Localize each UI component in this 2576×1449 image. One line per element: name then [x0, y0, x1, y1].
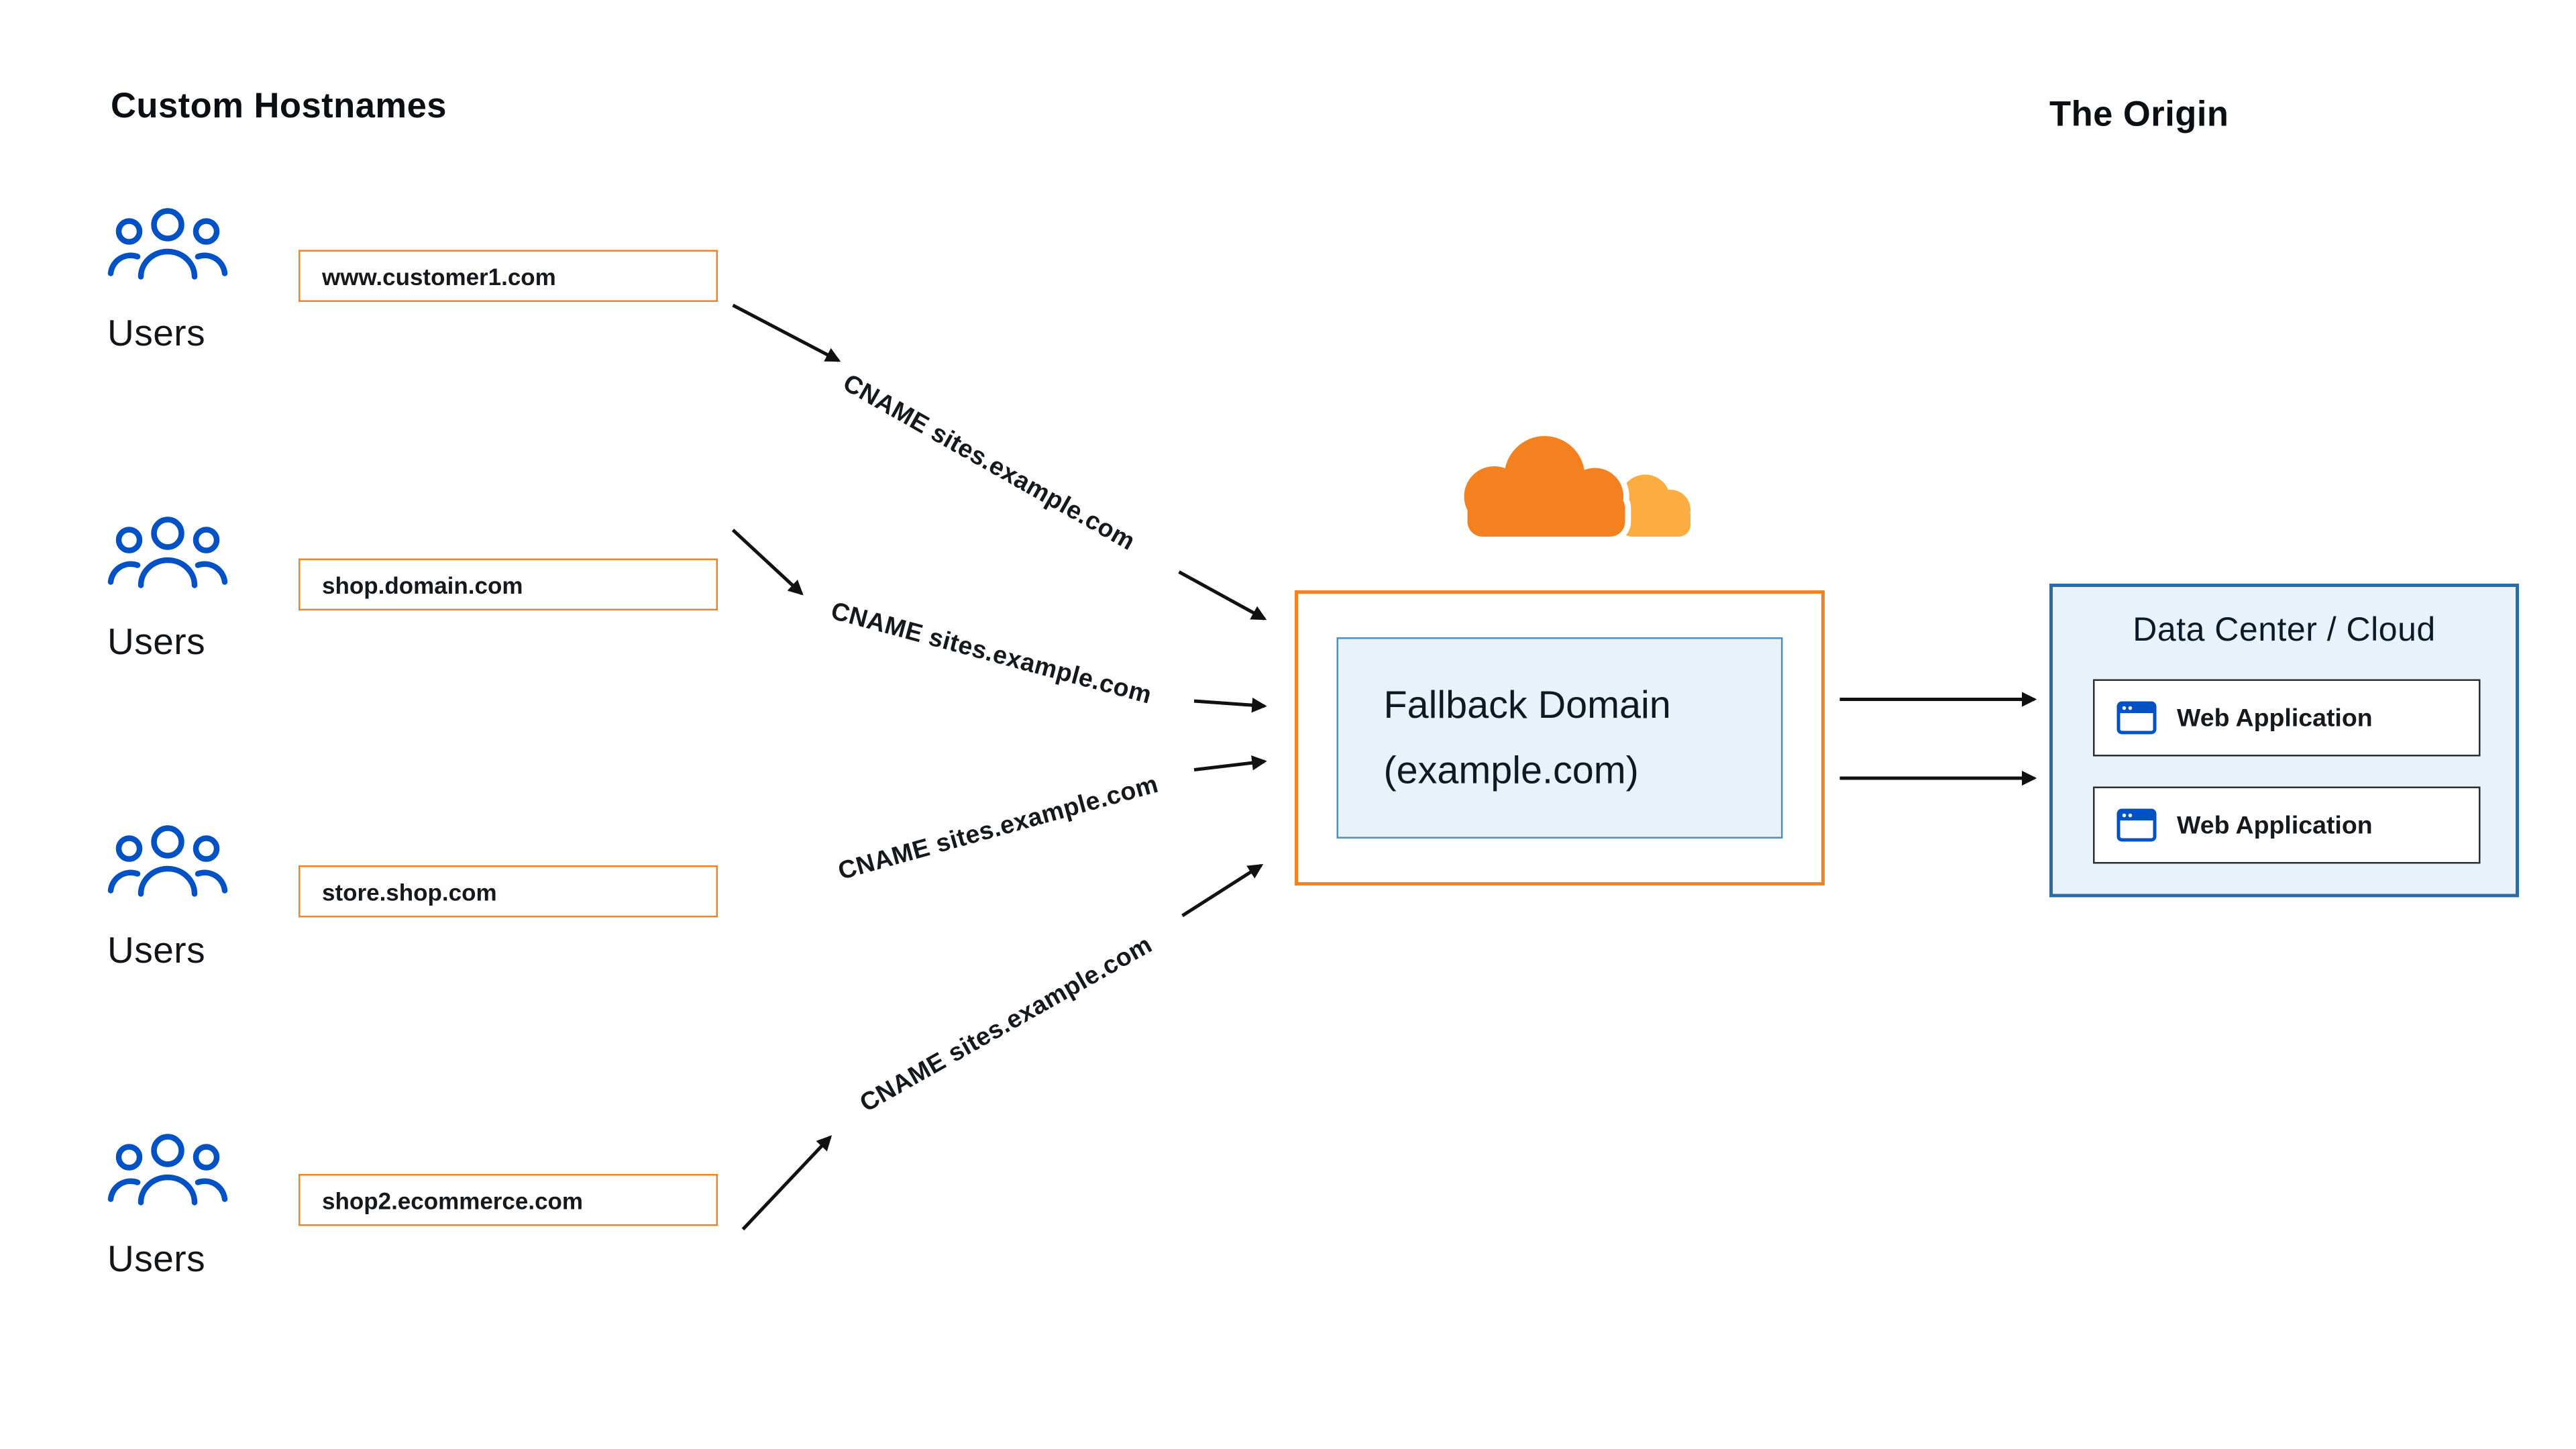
- origin-title: Data Center / Cloud: [2133, 612, 2436, 649]
- heading-custom-hostnames: Custom Hostnames: [111, 87, 447, 126]
- user-group: Users: [107, 205, 258, 356]
- users-group-icon: [107, 208, 228, 280]
- fallback-domain-line2: (example.com): [1383, 748, 1639, 792]
- fallback-domain-box: Fallback Domain (example.com): [1336, 637, 1783, 839]
- origin-box: Data Center / Cloud Web Application Web …: [2049, 584, 2519, 898]
- hostname-box: www.customer1.com: [299, 250, 718, 302]
- heading-the-origin: The Origin: [2049, 95, 2229, 135]
- user-group: Users: [107, 513, 258, 664]
- users-label: Users: [107, 929, 206, 971]
- web-app-row: Web Application: [2093, 786, 2481, 864]
- fallback-outer-box: Fallback Domain (example.com): [1295, 590, 1825, 885]
- users-group-icon: [107, 517, 228, 588]
- user-group: Users: [107, 822, 258, 973]
- fallback-domain-line1: Fallback Domain: [1383, 682, 1671, 727]
- users-label: Users: [107, 312, 206, 354]
- users-group-icon: [107, 1134, 228, 1205]
- hostname-box: shop.domain.com: [299, 558, 718, 610]
- browser-window-icon: [2116, 701, 2157, 735]
- cname-label: CNAME sites.example.com: [855, 930, 1157, 1118]
- users-label: Users: [107, 621, 206, 663]
- cname-label: CNAME sites.example.com: [828, 597, 1155, 710]
- users-label: Users: [107, 1238, 206, 1280]
- user-group: Users: [107, 1130, 258, 1281]
- web-app-label: Web Application: [2177, 703, 2373, 733]
- web-app-label: Web Application: [2177, 810, 2373, 840]
- hostname-box: shop2.ecommerce.com: [299, 1174, 718, 1226]
- users-group-icon: [107, 825, 228, 897]
- cname-label: CNAME sites.example.com: [835, 770, 1162, 886]
- web-app-row: Web Application: [2093, 679, 2481, 757]
- hostname-box: store.shop.com: [299, 865, 718, 918]
- cname-label: CNAME sites.example.com: [838, 369, 1140, 557]
- browser-window-icon: [2116, 808, 2157, 842]
- cloudflare-cloud-icon: [1458, 430, 1690, 543]
